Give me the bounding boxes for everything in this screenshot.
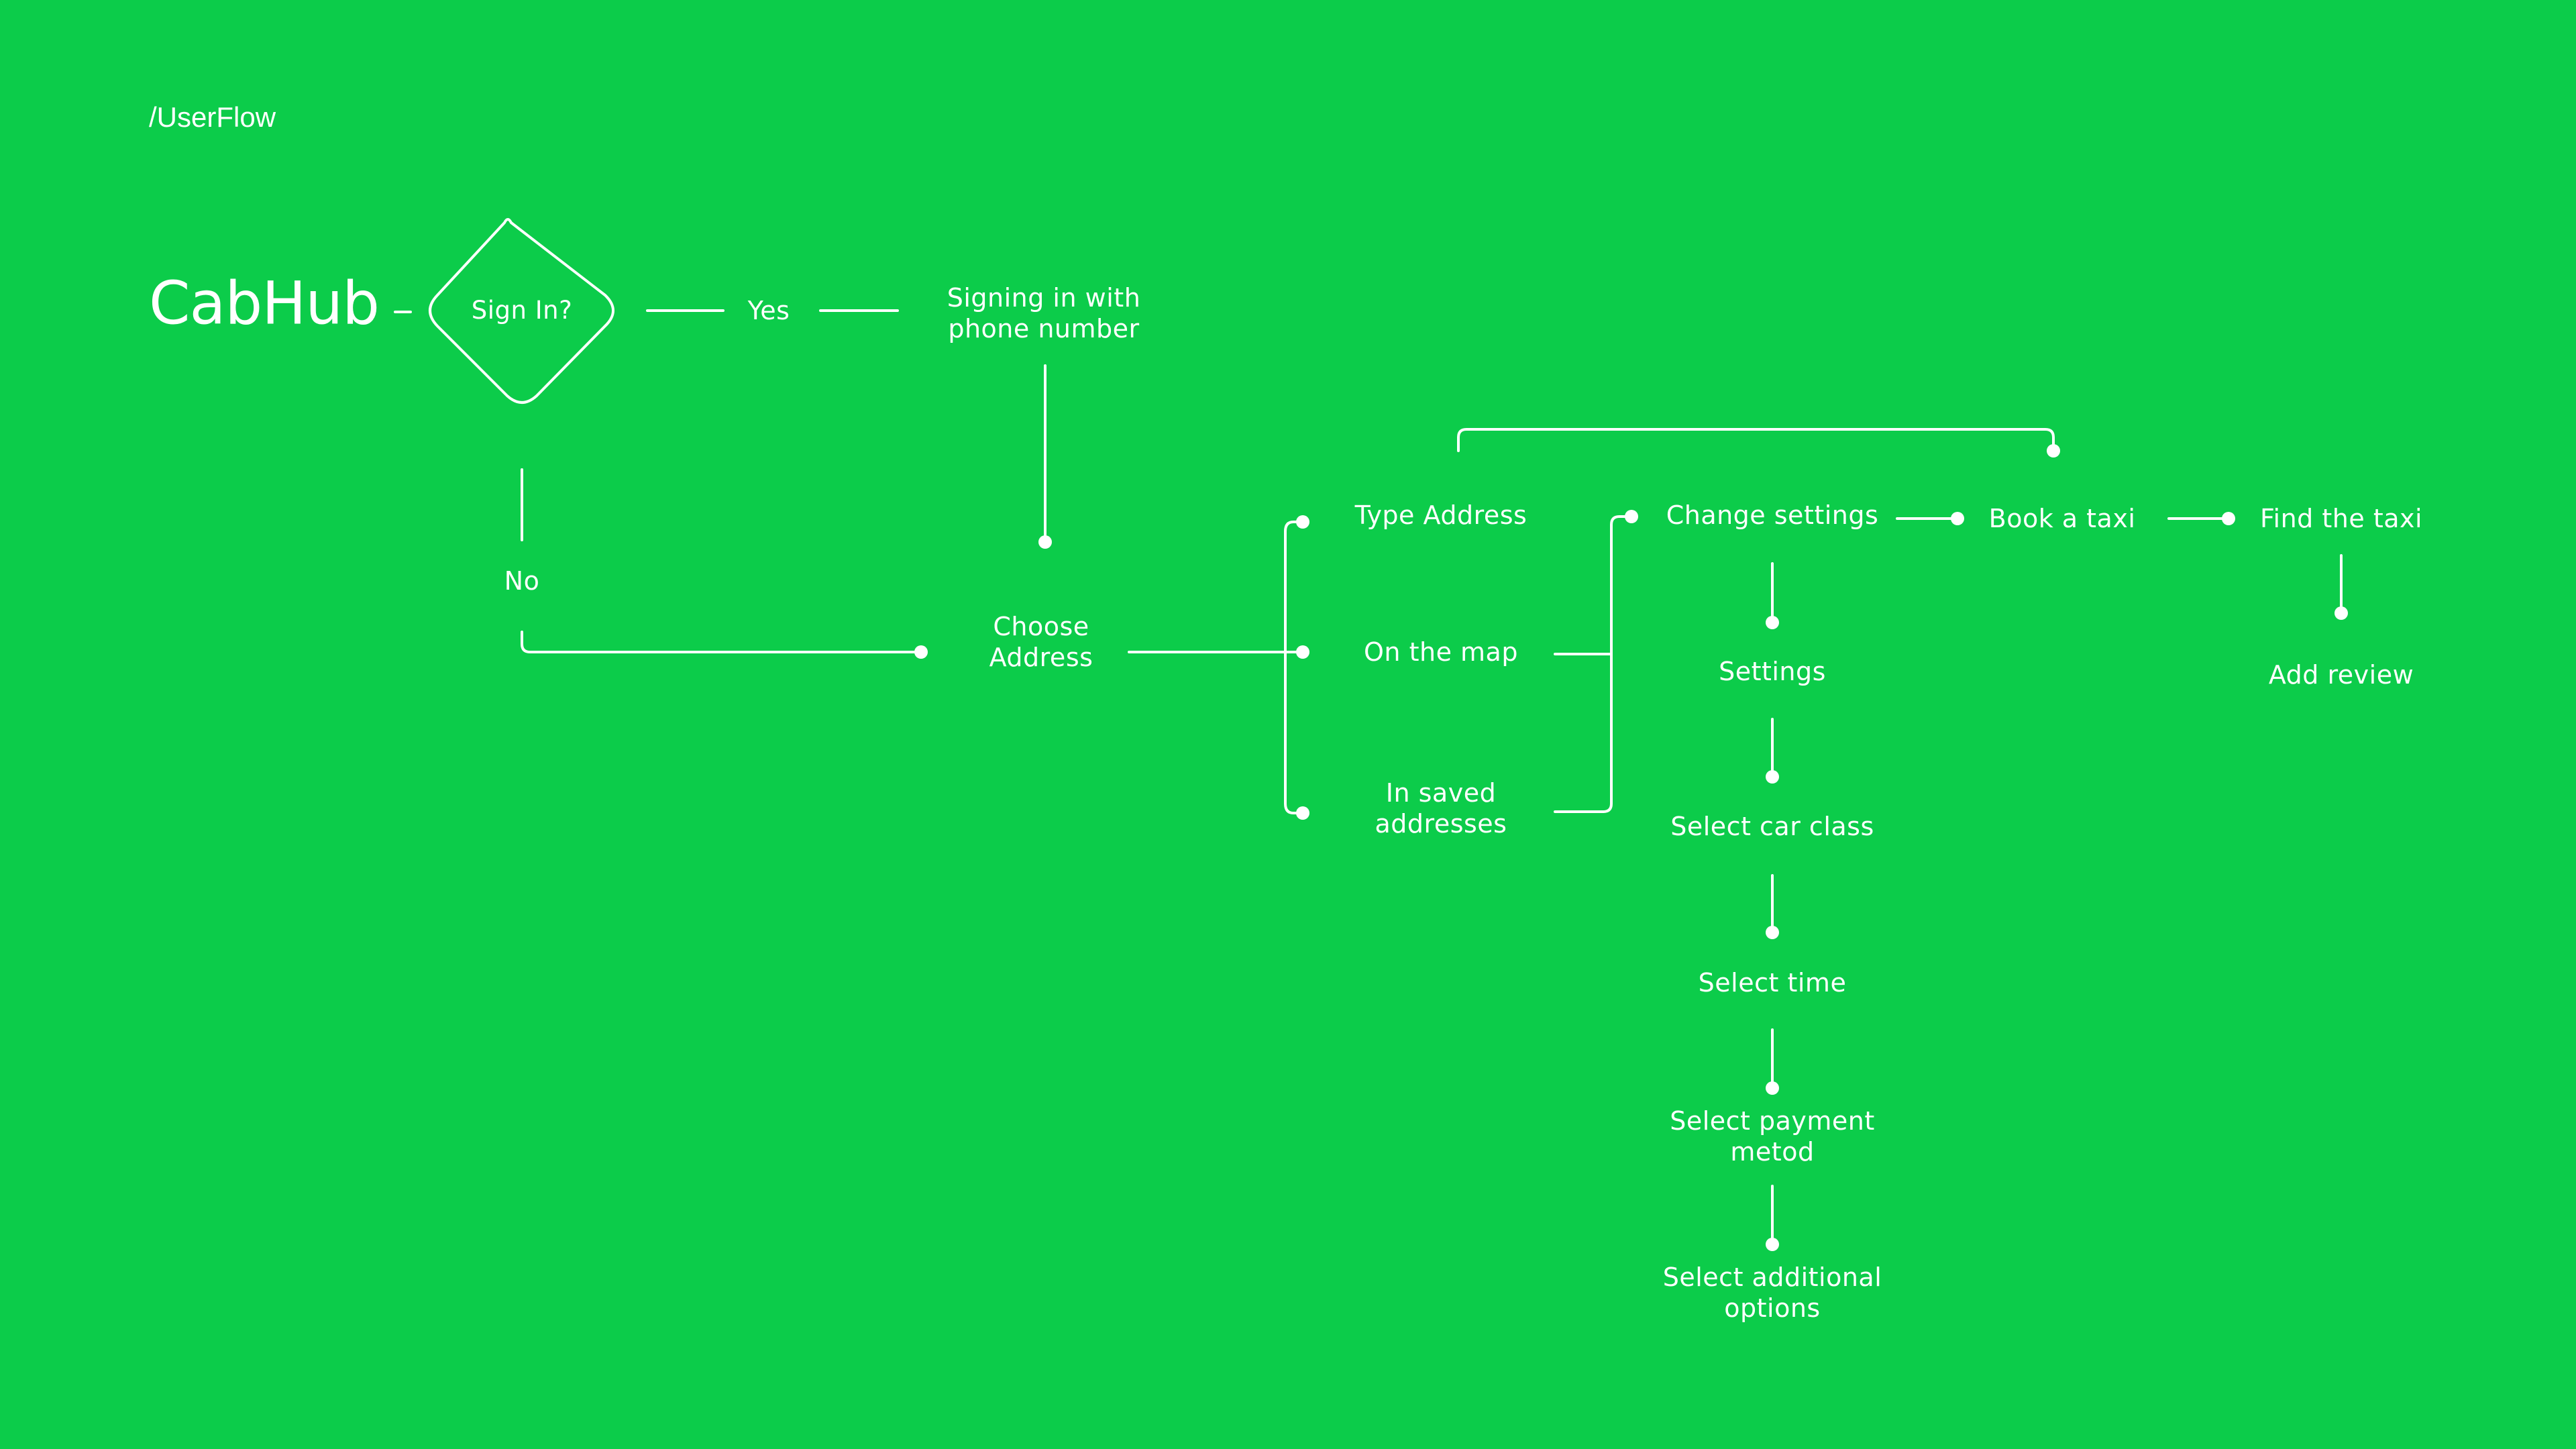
decision-yes-label: Yes bbox=[747, 296, 790, 325]
node-change-settings: Change settings bbox=[1666, 500, 1879, 530]
dot-change-settings bbox=[1625, 510, 1638, 523]
dot-select-additional bbox=[1766, 1238, 1779, 1251]
dot-find-taxi bbox=[2222, 512, 2235, 525]
breadcrumb: /UserFlow bbox=[149, 101, 276, 133]
node-find-taxi: Find the taxi bbox=[2259, 504, 2423, 533]
brand-logo-text: CabHub bbox=[149, 268, 380, 338]
connector-no-choose bbox=[521, 631, 922, 653]
node-select-additional: Select additional options bbox=[1662, 1263, 1882, 1323]
dot-book-taxi bbox=[1951, 512, 1964, 525]
dot-on-the-map bbox=[1296, 645, 1309, 659]
decision-diamond bbox=[429, 218, 614, 404]
node-on-the-map: On the map bbox=[1364, 637, 1518, 667]
bracket-address-options bbox=[1284, 521, 1304, 814]
loop-type-to-book bbox=[1457, 428, 2055, 452]
node-settings: Settings bbox=[1719, 657, 1826, 686]
dot-settings bbox=[1766, 616, 1779, 629]
node-type-address: Type Address bbox=[1354, 500, 1527, 530]
dot-select-payment bbox=[1766, 1081, 1779, 1095]
node-add-review: Add review bbox=[2268, 660, 2414, 690]
dot-car-class bbox=[1766, 770, 1779, 784]
decision-no-label: No bbox=[504, 566, 540, 596]
node-saved-addresses: In saved addresses bbox=[1375, 778, 1507, 839]
node-select-time: Select time bbox=[1698, 968, 1847, 998]
bracket-change-settings bbox=[1602, 515, 1633, 813]
dot-type-address bbox=[1296, 515, 1309, 529]
dot-book-loop bbox=[2047, 444, 2060, 458]
dot-choose-left bbox=[914, 645, 928, 659]
node-select-payment: Select payment metod bbox=[1670, 1106, 1875, 1167]
node-book-taxi: Book a taxi bbox=[1988, 504, 2136, 533]
dot-choose-top bbox=[1038, 535, 1052, 549]
node-choose-address: Choose Address bbox=[989, 612, 1093, 672]
decision-sign-in-label: Sign In? bbox=[471, 296, 573, 325]
dot-select-time bbox=[1766, 926, 1779, 939]
node-select-car-class: Select car class bbox=[1670, 812, 1874, 841]
node-signing-in: Signing in with phone number bbox=[947, 283, 1141, 343]
dot-saved-addresses bbox=[1296, 806, 1309, 820]
dot-add-review bbox=[2334, 606, 2348, 620]
